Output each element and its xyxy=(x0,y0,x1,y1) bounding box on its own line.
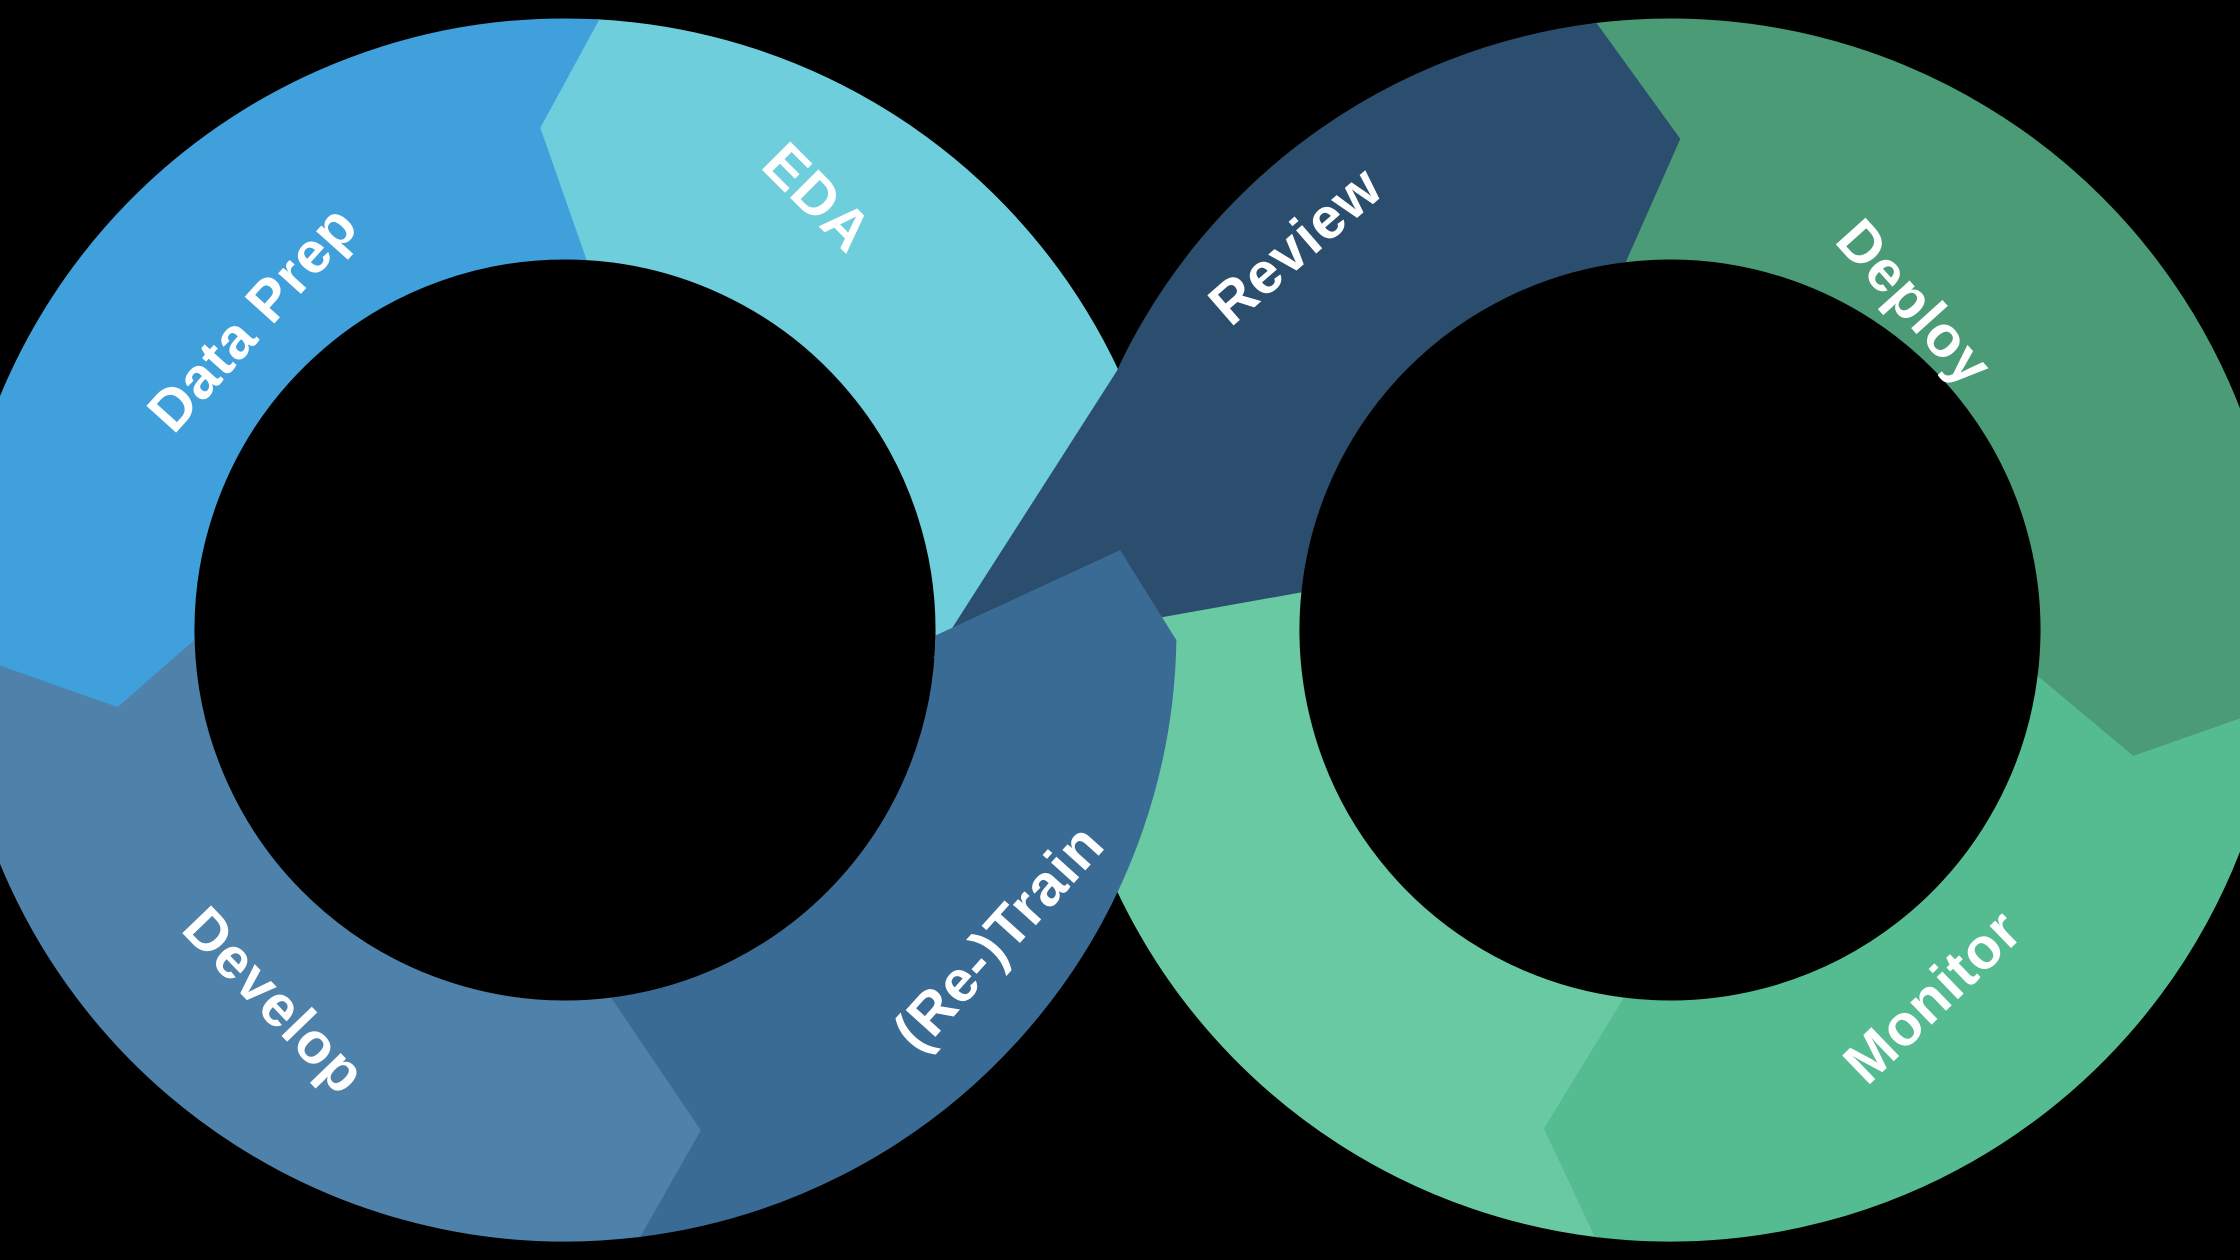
ring-bands xyxy=(0,18,2240,1242)
segment-deploy xyxy=(1592,18,2240,756)
segment-review xyxy=(932,22,1681,658)
segment-monitor xyxy=(1543,672,2240,1242)
segment-data-prep xyxy=(0,18,600,711)
segment-retrain xyxy=(607,550,1177,1238)
segment-develop xyxy=(0,639,701,1242)
segment-eda xyxy=(537,19,1120,657)
